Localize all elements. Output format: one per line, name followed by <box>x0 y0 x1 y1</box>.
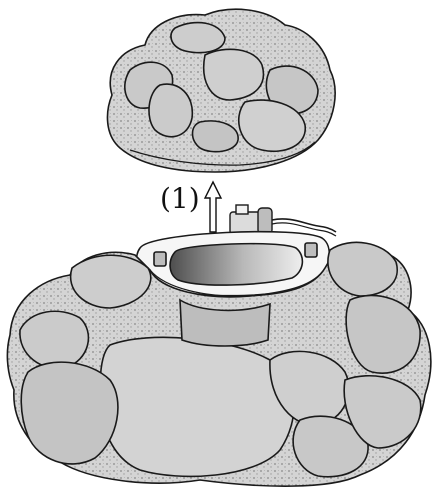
reservoir <box>170 244 302 285</box>
up-arrow <box>205 182 221 232</box>
step-label: (1) <box>160 182 200 215</box>
pump-cord <box>272 219 336 232</box>
top-rock-cover <box>107 9 335 172</box>
pump-body <box>230 212 260 234</box>
